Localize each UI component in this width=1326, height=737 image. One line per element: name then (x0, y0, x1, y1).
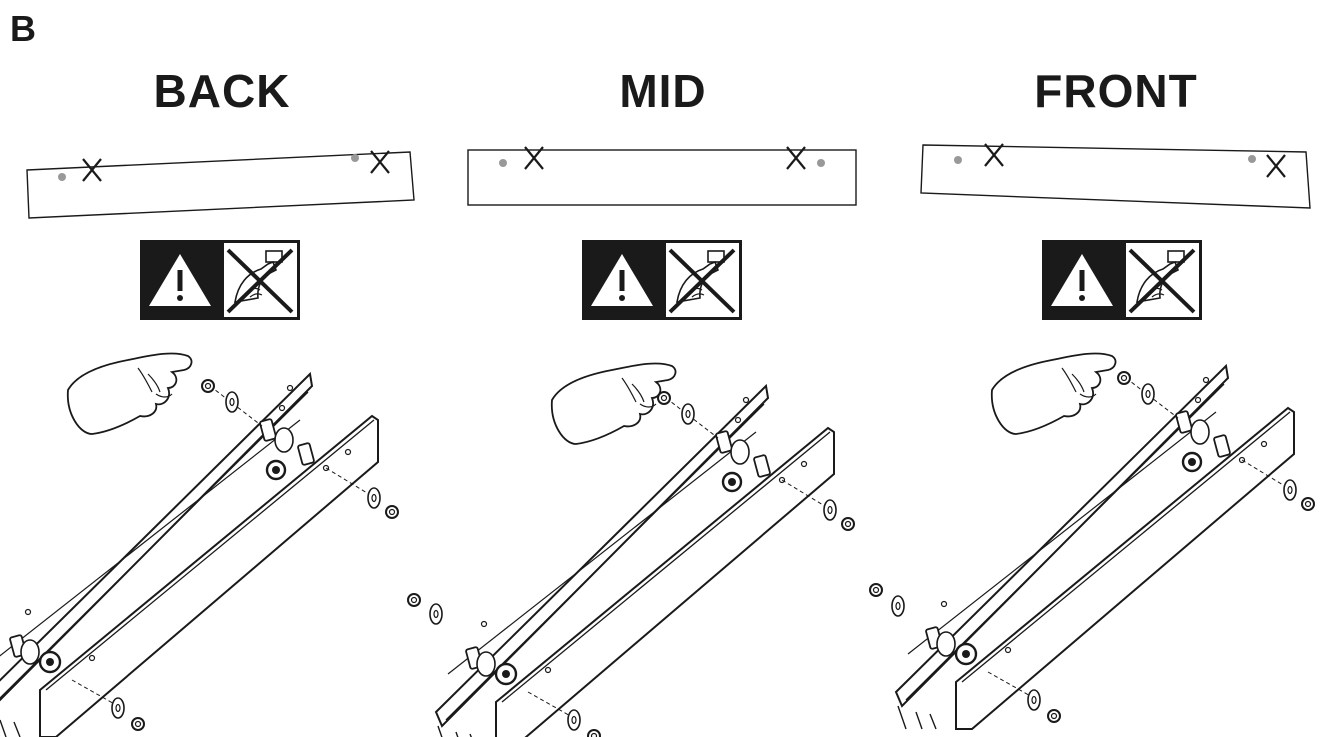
rail-assembly (0, 374, 398, 737)
template-strip (920, 144, 1311, 209)
hand-icon (66, 352, 193, 435)
template-strip (26, 151, 415, 219)
step-label: B (10, 8, 36, 49)
panel-title-mid: MID (619, 65, 707, 117)
warning-icon (1040, 238, 1204, 322)
hand-icon (550, 362, 677, 445)
panel-back (0, 149, 415, 737)
rail-assembly (896, 366, 1314, 729)
hand-icon (990, 352, 1117, 435)
warning-icon (580, 238, 744, 322)
warning-icon (138, 238, 302, 322)
panel-mid (407, 145, 857, 737)
template-strip (467, 149, 857, 206)
rail-assembly (436, 386, 854, 737)
panel-front (869, 142, 1314, 729)
panel-title-front: FRONT (1034, 65, 1198, 117)
panel-title-back: BACK (153, 65, 291, 117)
